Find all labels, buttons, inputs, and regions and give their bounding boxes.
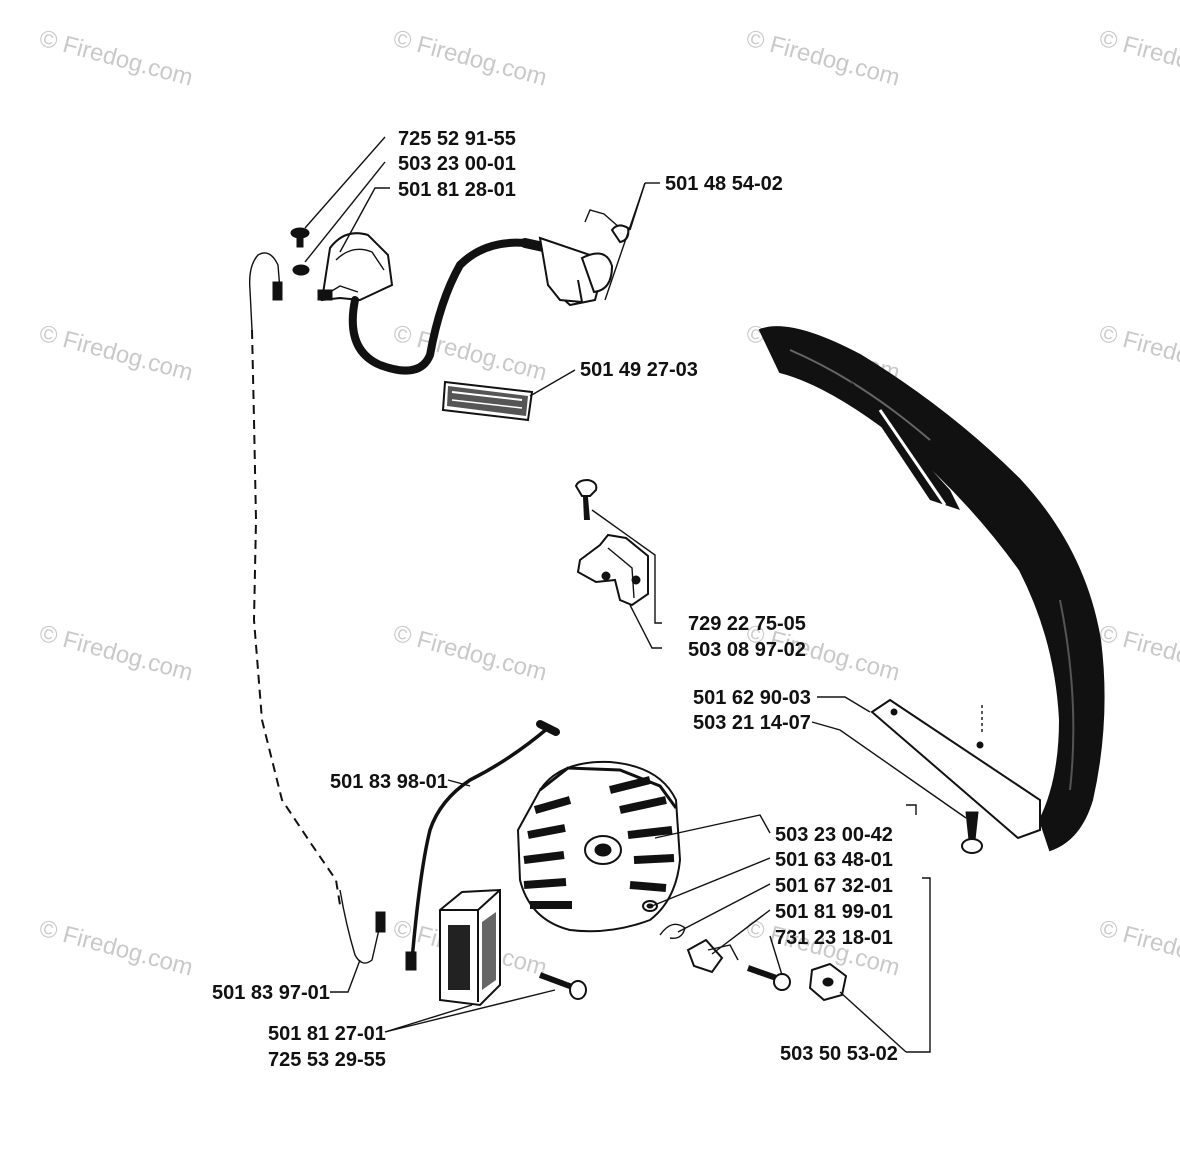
part-label: 503 23 00-01 xyxy=(398,153,516,175)
washer-part xyxy=(642,900,658,912)
bracket-part xyxy=(576,533,649,607)
ignition-module-part xyxy=(439,888,501,1007)
part-label: 729 22 75-05 xyxy=(688,613,806,635)
pawl-part xyxy=(686,938,739,974)
part-label: 725 53 29-55 xyxy=(268,1049,386,1071)
part-label: 501 62 90-03 xyxy=(693,687,811,709)
part-label: 501 49 27-03 xyxy=(580,359,698,381)
watermark: © Firedog.com xyxy=(1096,25,1180,92)
handle-bracket-part xyxy=(870,698,1041,840)
handle-screw-part xyxy=(961,811,983,854)
switch-cover-part xyxy=(317,232,394,302)
leader-lines xyxy=(304,136,967,1053)
watermark: © Firedog.com xyxy=(1096,620,1180,687)
ground-cable-part xyxy=(405,720,560,971)
part-label: 503 21 14-07 xyxy=(693,712,811,734)
shaft-screw-part xyxy=(747,965,791,991)
flywheel-part xyxy=(516,760,682,933)
part-label: 725 52 91-55 xyxy=(398,128,516,150)
watermark: © Firedog.com xyxy=(743,25,902,92)
bracket-bolt-part xyxy=(574,478,598,520)
watermark: © Firedog.com xyxy=(36,915,195,982)
clip-part xyxy=(659,923,686,939)
part-label: 501 67 32-01 xyxy=(775,875,893,897)
part-label: 501 48 54-02 xyxy=(665,173,783,195)
screw-part xyxy=(290,227,310,276)
module-screw-part xyxy=(538,969,587,1000)
stop-switch-part xyxy=(538,236,614,307)
watermark: © Firedog.com xyxy=(1096,915,1180,982)
part-label: 731 23 18-01 xyxy=(775,927,893,949)
watermark: © Firedog.com xyxy=(1096,320,1180,387)
watermark: © Firedog.com xyxy=(36,320,195,387)
watermark: © Firedog.com xyxy=(390,25,549,92)
watermark: © Firedog.com xyxy=(36,25,195,92)
part-label: 501 63 48-01 xyxy=(775,849,893,871)
switch-spring-part xyxy=(584,209,630,244)
part-label: 503 23 00-42 xyxy=(775,824,893,846)
part-label: 503 50 53-02 xyxy=(780,1043,898,1065)
watermark: © Firedog.com xyxy=(390,320,549,387)
part-label: 501 83 98-01 xyxy=(330,771,448,793)
watermark: © Firedog.com xyxy=(390,620,549,687)
flywheel-nut-part xyxy=(808,962,848,1002)
watermark: © Firedog.com xyxy=(36,620,195,687)
part-label: 501 81 27-01 xyxy=(268,1023,386,1045)
part-label: 503 08 97-02 xyxy=(688,639,806,661)
part-label: 501 83 97-01 xyxy=(212,982,330,1004)
part-labels: 725 52 91-55 503 23 00-01 501 81 28-01 5… xyxy=(212,128,898,1071)
front-handle-part xyxy=(758,326,1105,852)
deflector-part xyxy=(441,380,534,422)
part-label: 501 81 28-01 xyxy=(398,179,516,201)
part-label: 501 81 99-01 xyxy=(775,901,893,923)
ignition-wire-part xyxy=(248,252,386,964)
